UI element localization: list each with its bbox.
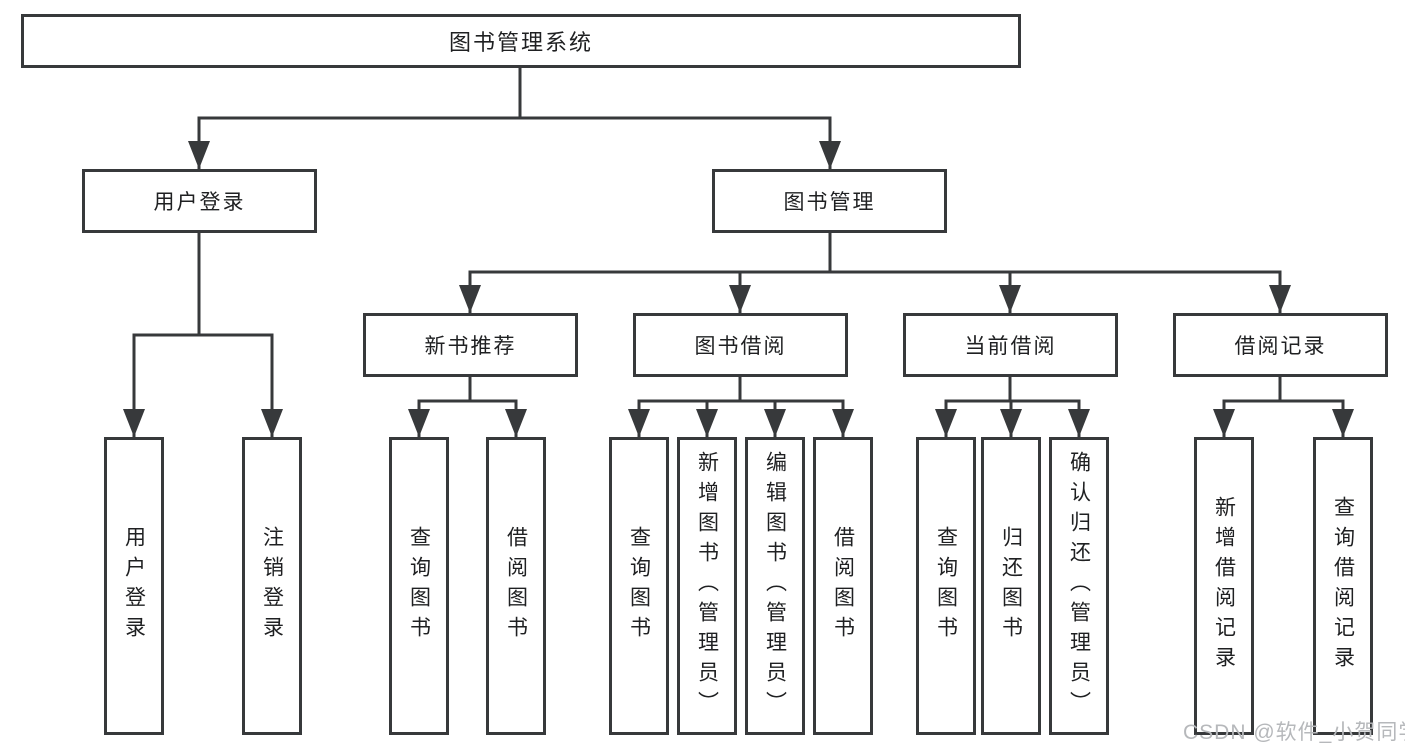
leaf-label: 注销登录 xyxy=(260,526,284,646)
connector-paths xyxy=(132,68,1345,437)
node-current-borrowing: 当前借阅 xyxy=(903,313,1118,377)
leaf-add-borrow-record: 新增借阅记录 xyxy=(1194,437,1254,735)
leaf-label: 借阅图书 xyxy=(831,526,855,646)
leaf-label: 确认归还（管理员） xyxy=(1067,451,1091,721)
leaf-add-books-admin: 新增图书（管理员） xyxy=(677,437,737,735)
leaf-query-books-recommend: 查询图书 xyxy=(389,437,449,735)
node-library-management-system: 图书管理系统 xyxy=(21,14,1021,68)
leaf-label: 归还图书 xyxy=(999,526,1023,646)
node-label: 图书借阅 xyxy=(694,335,787,358)
leaf-logout: 注销登录 xyxy=(242,437,302,735)
node-label: 新书推荐 xyxy=(424,335,517,358)
leaf-label: 新增图书（管理员） xyxy=(695,451,719,721)
leaf-query-books-current: 查询图书 xyxy=(916,437,976,735)
leaf-user-login: 用户登录 xyxy=(104,437,164,735)
leaf-label: 借阅图书 xyxy=(504,526,528,646)
leaf-label: 编辑图书（管理员） xyxy=(763,451,787,721)
leaf-label: 查询图书 xyxy=(627,526,651,646)
leaf-confirm-return-admin: 确认归还（管理员） xyxy=(1049,437,1109,735)
arrowheads xyxy=(123,141,1354,437)
leaf-return-books: 归还图书 xyxy=(981,437,1041,735)
csdn-watermark: CSDN @软件_小贺同学 xyxy=(1183,721,1405,744)
leaf-borrow-books-recommend: 借阅图书 xyxy=(486,437,546,735)
node-user-login: 用户登录 xyxy=(82,169,317,233)
leaf-label: 新增借阅记录 xyxy=(1212,496,1236,676)
leaf-label: 查询图书 xyxy=(934,526,958,646)
leaf-label: 查询图书 xyxy=(407,526,431,646)
node-label: 图书管理 xyxy=(783,191,876,214)
leaf-label: 用户登录 xyxy=(122,526,146,646)
leaf-borrow-books: 借阅图书 xyxy=(813,437,873,735)
node-book-borrowing: 图书借阅 xyxy=(633,313,848,377)
leaf-edit-books-admin: 编辑图书（管理员） xyxy=(745,437,805,735)
node-book-management: 图书管理 xyxy=(712,169,947,233)
leaf-label: 查询借阅记录 xyxy=(1331,496,1355,676)
node-label: 借阅记录 xyxy=(1234,335,1327,358)
leaf-query-borrow-record: 查询借阅记录 xyxy=(1313,437,1373,735)
leaf-query-books-borrow: 查询图书 xyxy=(609,437,669,735)
node-label: 用户登录 xyxy=(153,191,246,214)
node-new-book-recommendation: 新书推荐 xyxy=(363,313,578,377)
node-label: 图书管理系统 xyxy=(448,30,593,55)
node-borrowing-records: 借阅记录 xyxy=(1173,313,1388,377)
node-label: 当前借阅 xyxy=(964,335,1057,358)
